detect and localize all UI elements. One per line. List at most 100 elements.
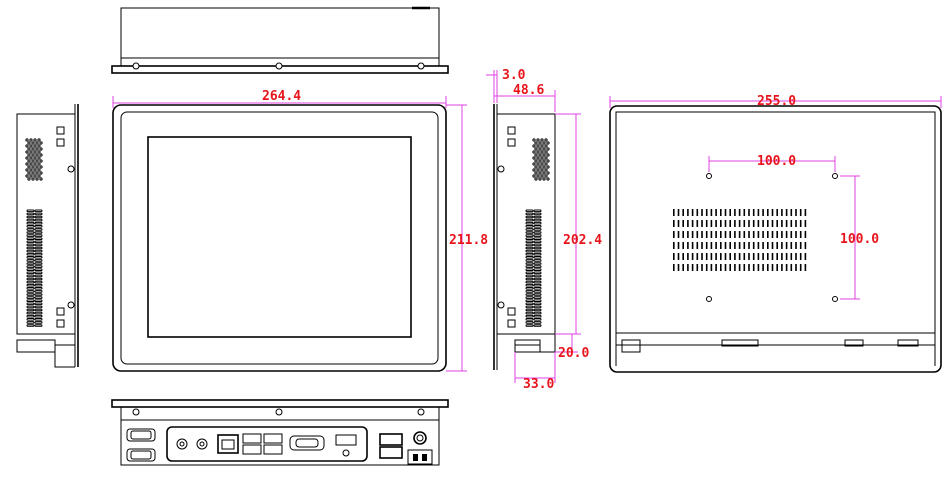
hdmi-port-icon [335,434,357,457]
vent-slot [734,253,736,260]
vent-slot [525,302,534,306]
vent-slot [752,220,755,227]
vent-hole [25,174,29,178]
vent-slot [34,212,43,216]
vent-slot [34,308,43,312]
serial-port-icon [126,448,156,462]
vent-slot [34,277,43,281]
bottom-height-label: 20.0 [558,346,589,361]
vent-slot [525,283,534,287]
vent-slot [26,234,35,237]
vent-slot [533,243,542,247]
vent-slot [715,264,717,271]
vent-slot [525,314,534,318]
vent-hole [39,165,43,169]
vent-slot [525,231,534,234]
vent-slot [533,237,542,240]
vent-slot [762,264,764,271]
vent-slot [767,242,769,249]
usb-port-icon [242,433,283,455]
vent-slot [677,253,680,260]
vent-slot [785,209,788,216]
vent-slot [776,242,778,249]
rear-vent-grille [673,209,807,271]
vent-slot [710,253,713,260]
vent-hole [33,138,37,142]
vent-hole [542,171,546,175]
vent-slot [34,290,43,293]
vent-slot [701,253,703,260]
vent-hole [35,177,39,181]
vent-slot [26,212,35,216]
vent-hole [546,165,550,169]
vent-slot [26,308,35,312]
vent-slot [687,209,689,216]
vent-hole [25,144,29,148]
vent-slot [525,252,534,256]
vent-hole [25,156,29,160]
audio-jack-icon [196,438,208,450]
vent-slot [729,242,731,249]
vent-slot [687,253,689,260]
screw-icon [275,62,283,70]
vent-slot [533,225,542,228]
vent-slot [26,305,35,309]
vent-slot [26,314,35,318]
vent-slot [34,280,43,284]
vent-slot [525,305,534,309]
vent-hole [534,141,538,145]
vent-slot [533,321,542,324]
vent-slot [752,231,755,238]
vent-slot [771,242,774,249]
vent-slot [771,264,774,271]
vent-slot [804,242,807,249]
vent-slot [34,324,43,327]
vent-slot [533,290,542,293]
vent-slot [715,220,717,227]
side-height-label: 202.4 [563,233,602,248]
vent-slot [34,215,43,219]
vent-slot [26,215,35,219]
vent-slot [757,231,760,238]
vent-slot [525,225,534,228]
vent-slot [757,220,760,227]
vent-slot [26,311,35,315]
vent-slot [533,231,542,234]
vent-hole [29,168,33,172]
vent-slot [781,209,783,216]
vent-hole [29,150,33,154]
vent-slot [34,252,43,256]
vent-slot [691,231,694,238]
screw-icon [132,62,140,70]
vent-slot [799,220,802,227]
vent-hole [29,156,33,160]
vent-slot [34,231,43,234]
vent-slot [525,212,534,216]
vent-hole [544,168,548,172]
vent-slot [734,231,736,238]
vent-slot [673,220,675,227]
vent-slot [781,242,783,249]
vent-slot [533,274,542,278]
vent-slot [34,283,43,287]
vent-slot [682,242,684,249]
vent-slot [804,220,807,227]
vent-slot [525,215,534,219]
vent-slot [762,220,764,227]
vent-slot [710,242,713,249]
vent-slot [34,243,43,247]
vent-slot [799,253,802,260]
vent-slot [677,264,680,271]
vga-port-icon [289,435,325,451]
vent-slot [673,209,675,216]
left-side-view [16,104,79,368]
vent-slot [724,220,727,227]
vent-slot [771,209,774,216]
vent-slot [696,253,699,260]
vent-slot [34,228,43,231]
vent-slot [790,220,793,227]
vent-slot [26,299,35,302]
vent-slot [673,242,675,249]
vent-hole [532,174,536,178]
vent-hole [538,141,542,145]
